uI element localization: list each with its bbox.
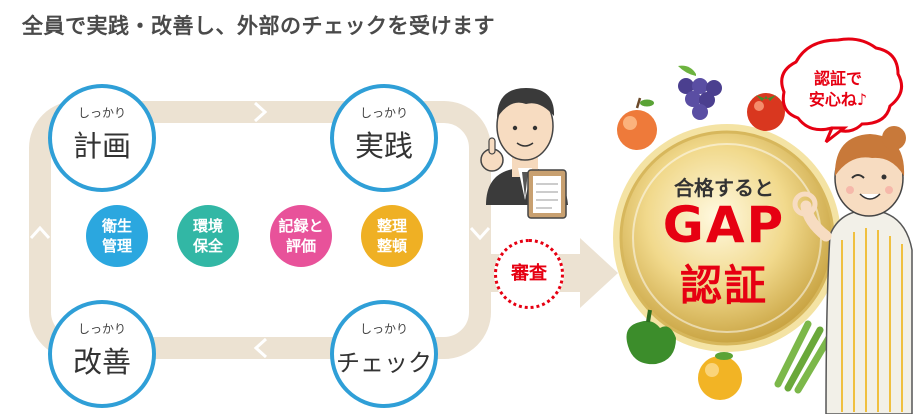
grapes-icon [678, 65, 722, 120]
fruit-icon [698, 356, 742, 400]
badge-line2: 評価 [285, 237, 316, 255]
arrow-up-icon [29, 225, 51, 240]
medal-certification-title: 認証 [679, 261, 768, 310]
speech-bubble-line2: 安心ね♪ [808, 90, 868, 109]
arrow-right-icon [253, 101, 268, 123]
step-do: しっかり 実践 [330, 84, 438, 192]
badge-records: 記録と 評価 [270, 205, 332, 267]
badge-hygiene: 衛生 管理 [86, 205, 148, 267]
step-do-label: 実践 [354, 129, 413, 163]
gold-medal [613, 124, 841, 352]
step-check: しっかり チェック [330, 300, 438, 408]
badge-line2: 整頓 [376, 237, 407, 255]
step-check-sub: しっかり [359, 322, 408, 336]
step-improve: しっかり 改善 [48, 300, 156, 408]
badge-organize: 整理 整頓 [361, 205, 423, 267]
badge-shapes [86, 205, 423, 267]
medal-caption: 合格すると [674, 176, 774, 200]
speech-bubble-line1: 認証で [813, 69, 862, 88]
ok-hand-icon [792, 191, 818, 217]
step-improve-label: 改善 [72, 345, 131, 379]
asparagus-icon [774, 320, 834, 394]
woman-illustration [792, 126, 913, 414]
page-heading: 全員で実践・改善し、外部のチェックを受けます [22, 14, 495, 38]
step-plan-sub: しっかり [77, 106, 126, 120]
badge-blob [270, 205, 332, 267]
badge-blob [86, 205, 148, 267]
review-badge: 審査 [494, 239, 564, 309]
arrow-down-icon [469, 226, 491, 241]
step-check-label: チェック [336, 349, 432, 377]
step-improve-sub: しっかり [77, 322, 126, 336]
speech-bubble [780, 37, 904, 144]
medal-gap-title: GAP [662, 196, 786, 254]
badge-line1: 環境 [192, 217, 223, 235]
badge-blob [177, 205, 239, 267]
badge-environment: 環境 保全 [177, 205, 239, 267]
apple-icon [617, 110, 657, 150]
badge-line1: 整理 [376, 217, 407, 235]
speech-bubble-text: 認証で 安心ね♪ [790, 68, 886, 110]
inspector-illustration [480, 88, 568, 219]
badge-line2: 保全 [192, 237, 223, 255]
badge-line1: 記録と [278, 217, 324, 235]
step-plan-label: 計画 [72, 129, 131, 163]
arrow-left-icon [253, 337, 268, 359]
pepper-icon [626, 309, 676, 365]
step-do-sub: しっかり [359, 106, 408, 120]
badge-line2: 管理 [101, 237, 132, 255]
badge-line1: 衛生 [101, 217, 132, 235]
step-plan: しっかり 計画 [48, 84, 156, 192]
badge-blob [361, 205, 423, 267]
produce-illustrations [617, 65, 834, 400]
